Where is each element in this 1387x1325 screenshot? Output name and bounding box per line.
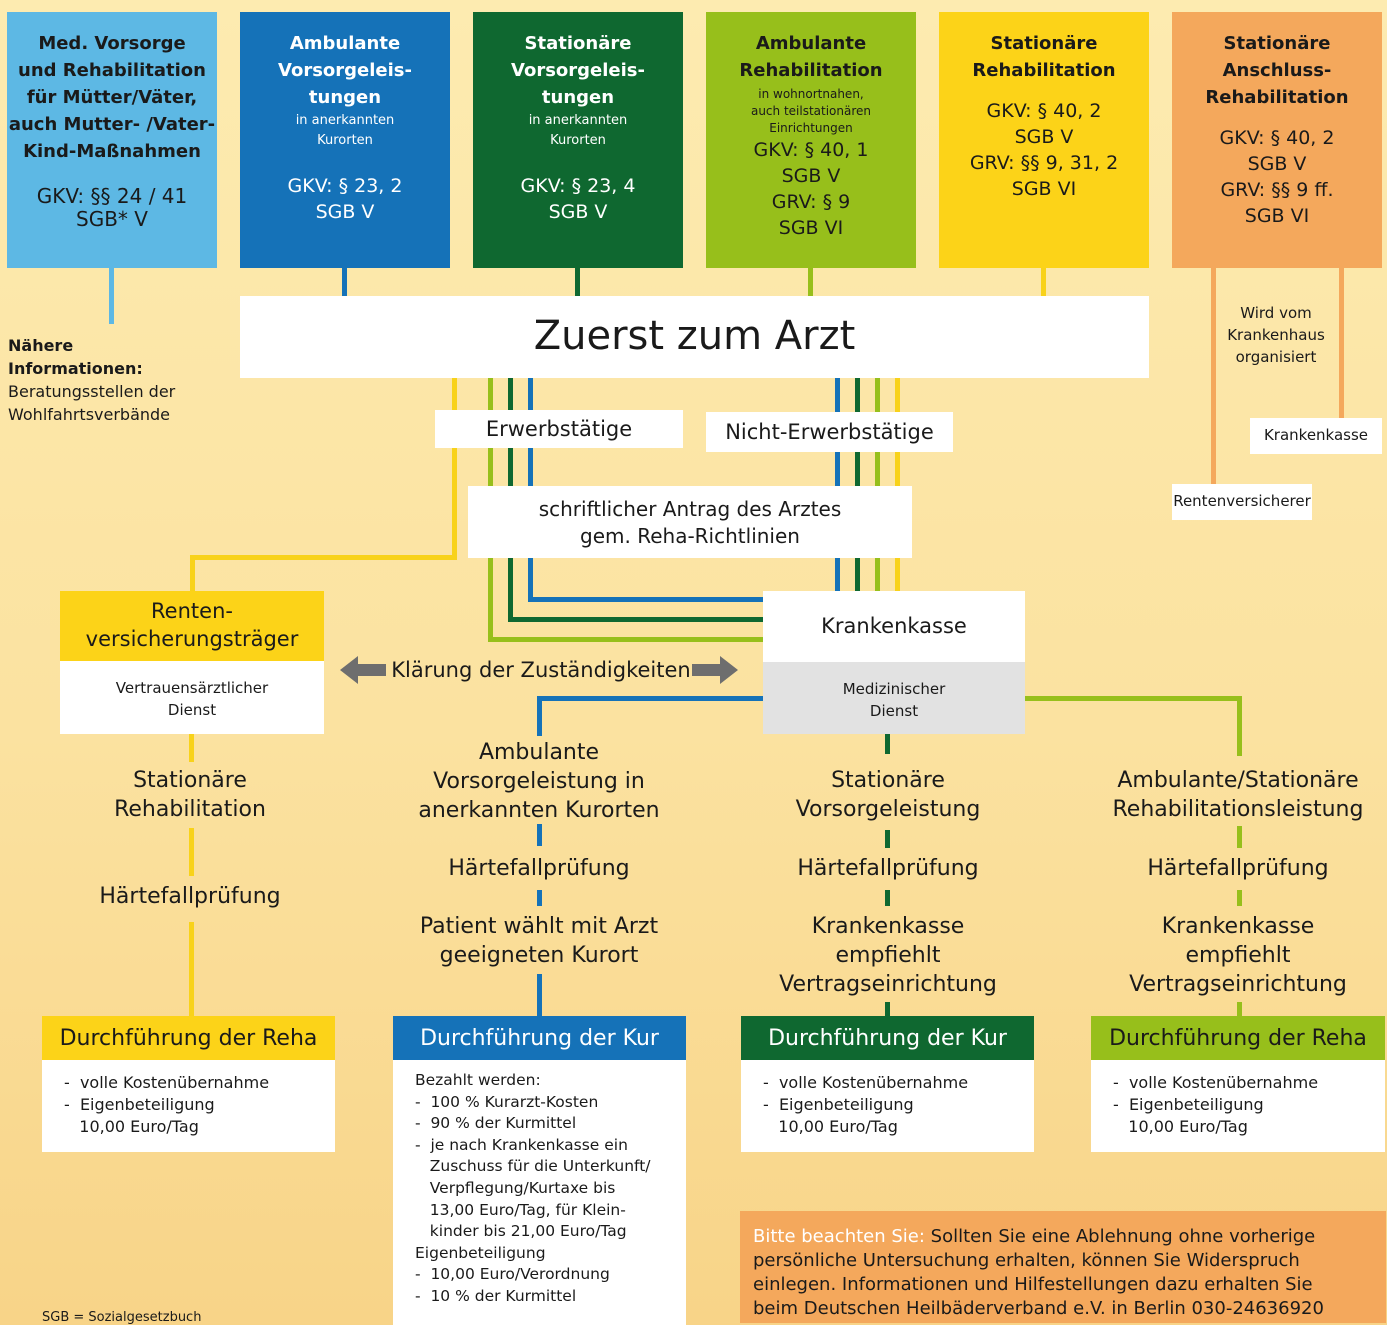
connector-line bbox=[452, 378, 457, 558]
col3-header: Durchführung der Kur bbox=[741, 1016, 1034, 1060]
connector-line bbox=[189, 734, 194, 762]
connector-line bbox=[190, 555, 195, 591]
klaerung-text: Klärung der Zuständigkeiten bbox=[391, 658, 691, 682]
connector-line bbox=[190, 555, 457, 560]
col4-list: - volle Kostenübernahme- Eigenbeteiligun… bbox=[1091, 1060, 1385, 1152]
footnote: SGB = Sozialgesetzbuch bbox=[42, 1310, 202, 1325]
col1-header: Durchführung der Reha bbox=[42, 1016, 335, 1060]
note-box: Bitte beachten Sie: Sollten Sie eine Abl… bbox=[740, 1211, 1386, 1323]
connector-line bbox=[1237, 696, 1242, 756]
connector-line bbox=[895, 378, 900, 592]
connector-line bbox=[855, 378, 860, 592]
connector-line bbox=[875, 378, 880, 592]
connector-line bbox=[189, 828, 194, 876]
note-text: persönliche Untersuchung erhalten, könne… bbox=[753, 1250, 1300, 1271]
left-arrow-icon bbox=[340, 656, 386, 684]
connector-line bbox=[109, 268, 114, 324]
connector-line bbox=[1211, 268, 1216, 486]
col2-header: Durchführung der Kur bbox=[393, 1016, 686, 1060]
connector-line bbox=[1025, 696, 1242, 701]
col4-haertefallpruefung: Härtefallprüfung bbox=[1147, 856, 1329, 881]
antrag-box: schriftlicher Antrag des Arztes gem. Reh… bbox=[468, 486, 912, 558]
connector-line bbox=[1041, 268, 1046, 296]
krankenkasse-label-small: Krankenkasse bbox=[1250, 418, 1382, 454]
connector-line bbox=[575, 268, 580, 296]
connector-line bbox=[508, 617, 764, 622]
connector-line bbox=[528, 597, 764, 602]
connector-line bbox=[885, 1002, 890, 1016]
label-erwerbstaetige: Erwerbstätige bbox=[435, 410, 683, 448]
medizinischer-dienst: Medizinischer Dienst bbox=[763, 662, 1025, 734]
connector-line bbox=[537, 974, 542, 1016]
connector-line bbox=[885, 890, 890, 906]
connector-line bbox=[835, 378, 840, 592]
connector-line bbox=[537, 824, 542, 846]
rentenversicherer-label: Rentenversicherer bbox=[1172, 484, 1312, 520]
main-title: Zuerst zum Arzt bbox=[240, 296, 1149, 378]
connector-line bbox=[537, 890, 542, 906]
label-nicht-erwerbstaetige: Nicht-Erwerbstätige bbox=[706, 412, 953, 452]
note-text: einlegen. Informationen und Hilfestellun… bbox=[753, 1274, 1313, 1295]
connector-line bbox=[488, 637, 764, 642]
connector-line bbox=[885, 734, 890, 754]
col2-list: Bezahlt werden:- 100 % Kurarzt-Kosten- 9… bbox=[393, 1060, 686, 1325]
krankenkasse-box: Krankenkasse bbox=[763, 591, 1025, 662]
connector-line bbox=[537, 696, 763, 701]
connector-line bbox=[1237, 890, 1242, 906]
info-text: Nähere Informationen: Beratungsstellen d… bbox=[8, 336, 176, 424]
note-lead: Bitte beachten Sie: bbox=[753, 1226, 925, 1247]
col4-header: Durchführung der Reha bbox=[1091, 1016, 1385, 1060]
connector-line bbox=[537, 696, 542, 736]
connector-line bbox=[808, 268, 813, 296]
vertrauensaerztlicher-dienst: Vertrauensärztlicher Dienst bbox=[60, 661, 324, 734]
rentenversicherungstraeger-box: Renten- versicherungsträger bbox=[60, 591, 324, 661]
connector-line bbox=[189, 922, 194, 1016]
note-text: beim Deutschen Heilbäderverband e.V. in … bbox=[753, 1298, 1324, 1319]
col3-haertefallpruefung: Härtefallprüfung bbox=[797, 856, 979, 881]
connector-line bbox=[885, 830, 890, 848]
col1-haertefallpruefung: Härtefallprüfung bbox=[99, 884, 281, 909]
hospital-note: Wird vom Krankenhaus organisiert bbox=[1227, 304, 1325, 366]
connector-line bbox=[1339, 268, 1344, 418]
connector-line bbox=[1237, 826, 1242, 848]
col3-list: - volle Kostenübernahme- Eigenbeteiligun… bbox=[741, 1060, 1034, 1152]
right-arrow-icon bbox=[692, 656, 738, 684]
col2-haertefallpruefung: Härtefallprüfung bbox=[448, 856, 630, 881]
col1-list: - volle Kostenübernahme- Eigenbeteiligun… bbox=[42, 1060, 335, 1152]
note-text: Sollten Sie eine Ablehnung ohne vorherig… bbox=[924, 1226, 1316, 1247]
connector-line bbox=[1237, 1002, 1242, 1016]
connector-line bbox=[342, 268, 347, 296]
